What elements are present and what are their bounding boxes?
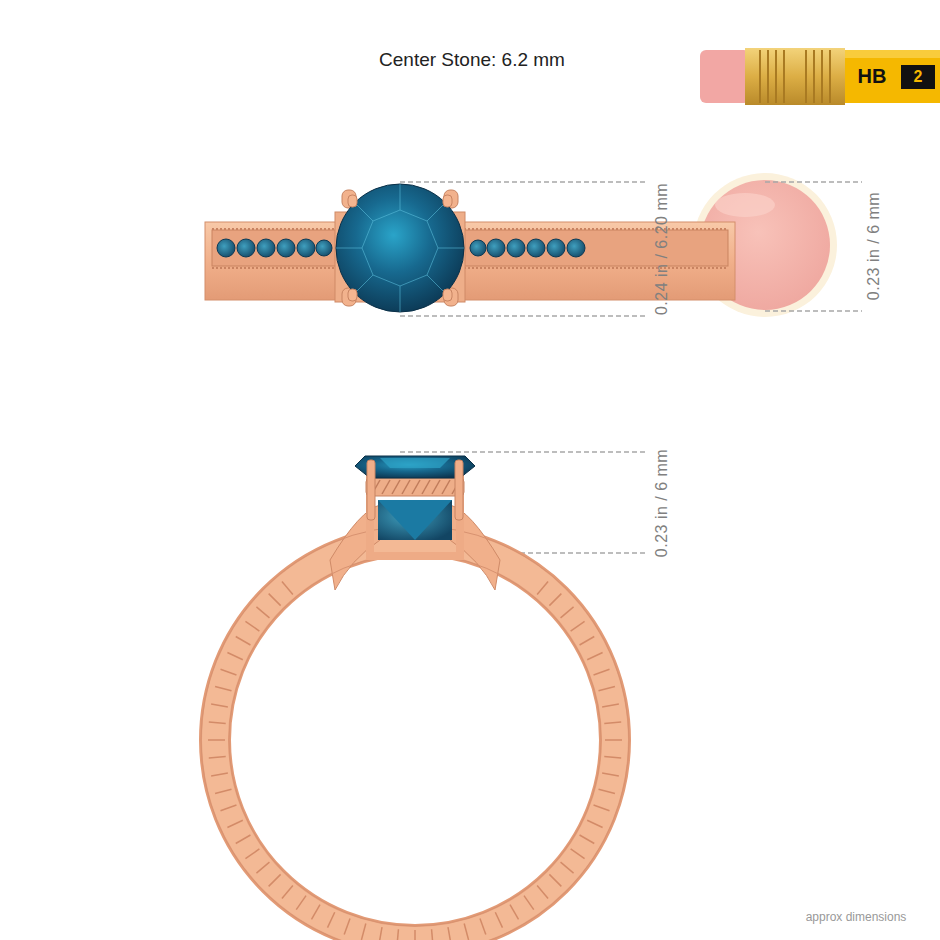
engraving-tick xyxy=(211,773,228,776)
engraving-tick xyxy=(208,739,225,741)
dimension-label: 0.23 in / 6 mm xyxy=(865,192,883,300)
engraving-tick xyxy=(209,722,226,723)
pencil-grade: HB xyxy=(858,65,887,88)
engraving-tick xyxy=(379,927,382,940)
engraving-tick xyxy=(549,874,561,886)
engraving-tick xyxy=(561,862,574,873)
pencil xyxy=(700,48,940,105)
note: approx dimensions xyxy=(806,911,907,925)
engraving-tick xyxy=(571,621,585,631)
engraving-tick xyxy=(602,773,619,776)
engraving-tick xyxy=(587,820,602,827)
engraving-tick xyxy=(571,849,585,859)
engraving-tick xyxy=(282,886,293,899)
engraving-tick xyxy=(464,924,468,940)
engraving-tick xyxy=(236,835,251,844)
engraving-tick xyxy=(220,805,236,811)
engraving-tick xyxy=(236,637,251,646)
engraving-tick xyxy=(594,805,610,811)
ring-side-view xyxy=(201,456,629,940)
engraving-tick xyxy=(602,704,619,707)
engraving-tick xyxy=(480,919,486,935)
engraving-tick xyxy=(495,912,502,927)
engraving-tick xyxy=(432,929,433,940)
engraving-tick xyxy=(594,669,610,675)
engraving-tick xyxy=(215,686,231,690)
engraving-tick xyxy=(296,896,306,910)
engraving-tick xyxy=(312,905,321,920)
engraving-tick xyxy=(328,912,335,927)
engraving-tick xyxy=(227,820,242,827)
engraving-tick xyxy=(245,621,259,631)
engraving-tick xyxy=(599,686,615,690)
engraving-tick xyxy=(580,835,595,844)
engraving-tick xyxy=(227,653,242,660)
engraving-tick xyxy=(524,896,534,910)
engraving-tick xyxy=(397,929,398,940)
engraving-tick xyxy=(211,704,228,707)
engraving-tick xyxy=(414,930,416,940)
engraving-tick xyxy=(604,757,621,758)
engraving-tick xyxy=(344,919,350,935)
engraving-tick xyxy=(549,594,561,606)
engraving-tick xyxy=(269,874,281,886)
engraving-tick xyxy=(215,789,231,793)
engraving-tick xyxy=(599,789,615,793)
pencil-number: 2 xyxy=(914,68,923,86)
engraving-tick xyxy=(448,927,451,940)
engraving-tick xyxy=(605,739,622,741)
engraving-tick xyxy=(256,862,269,873)
engraving-tick xyxy=(604,722,621,723)
engraving-tick xyxy=(220,669,236,675)
engraving-tick xyxy=(537,581,548,594)
engraving-tick xyxy=(580,637,595,646)
engraving-tick xyxy=(245,849,259,859)
engraving-tick xyxy=(361,924,365,940)
engraving-tick xyxy=(537,886,548,899)
engraving-tick xyxy=(282,581,293,594)
engraving-tick xyxy=(269,594,281,606)
engraving-tick xyxy=(209,757,226,758)
engraving-tick xyxy=(256,607,269,618)
dimension-label: 0.23 in / 6 mm xyxy=(653,449,671,557)
engraving-tick xyxy=(587,653,602,660)
engraving-tick xyxy=(561,607,574,618)
engraving-tick xyxy=(510,905,519,920)
dimension-label: 0.24 in / 6.20 mm xyxy=(653,183,671,315)
title: Center Stone: 6.2 mm xyxy=(379,49,565,71)
